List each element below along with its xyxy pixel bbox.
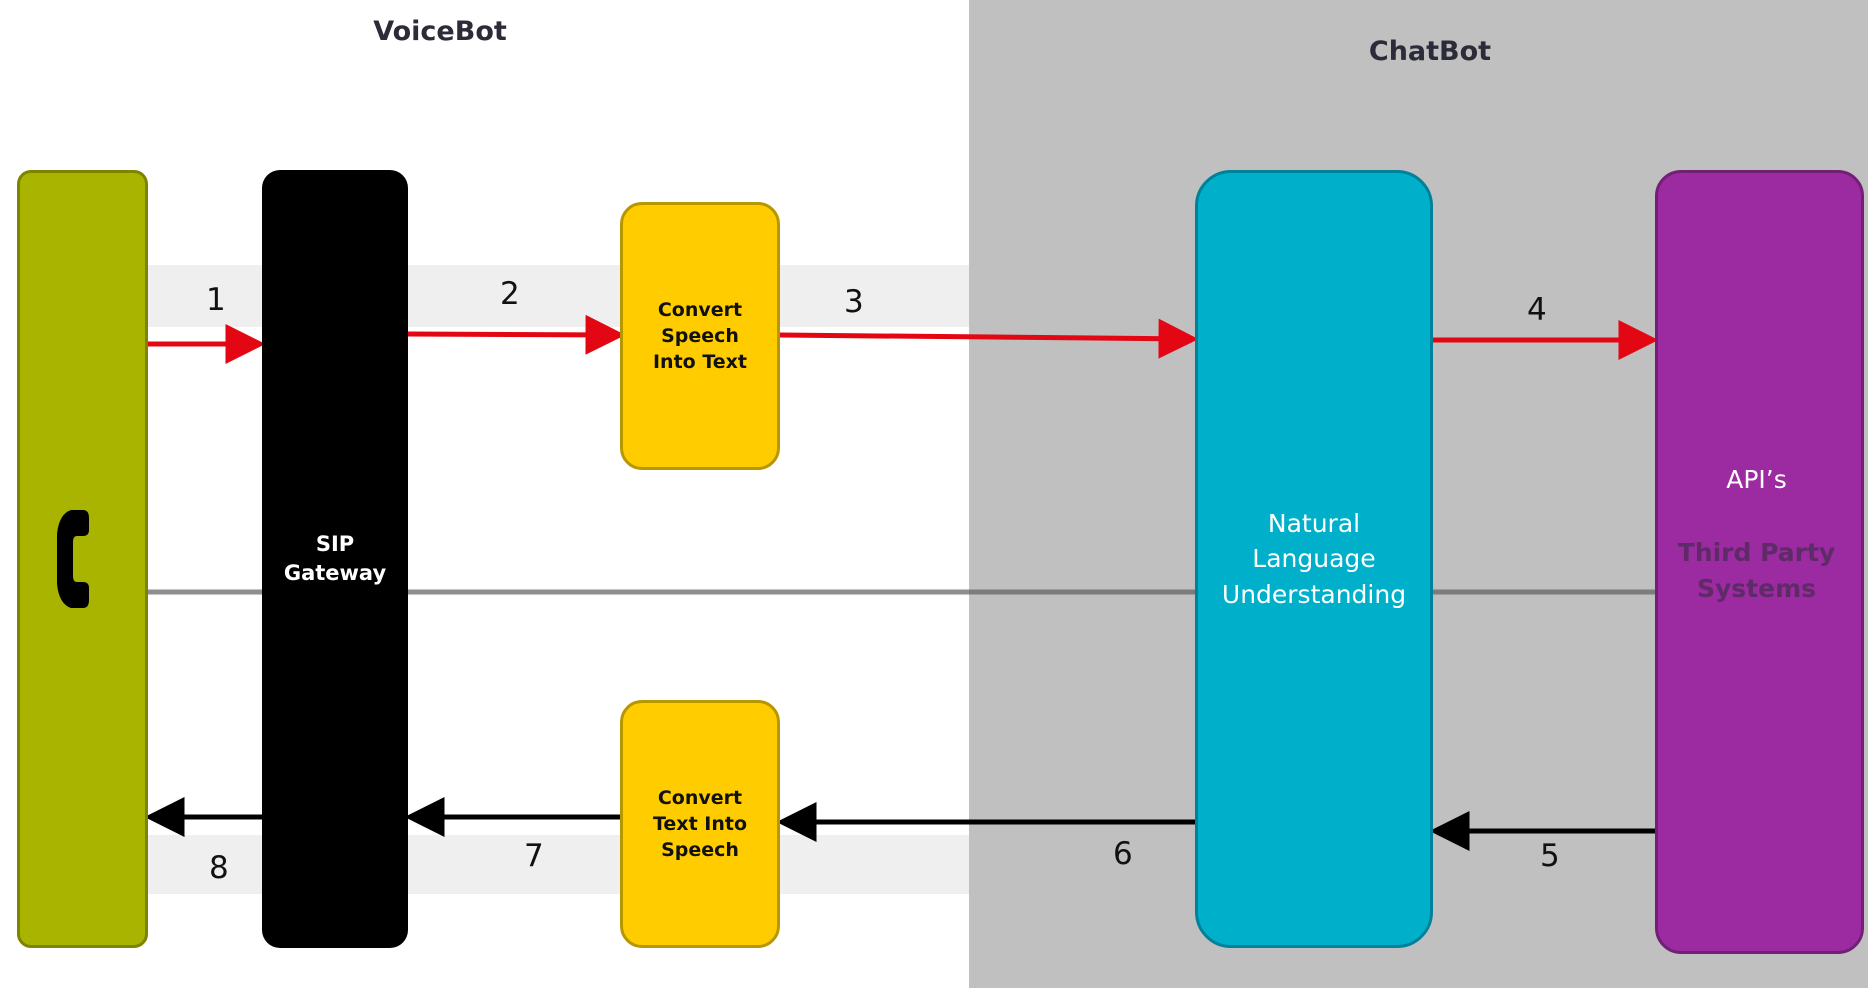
chatbot-title: ChatBot xyxy=(1368,36,1492,67)
nlu-line-2: Language xyxy=(1252,544,1376,574)
step-number-2: 2 xyxy=(500,276,520,312)
third-party-line-1: Third Party xyxy=(1677,538,1836,567)
speech-to-text-line-1: Convert xyxy=(657,298,743,321)
text-to-speech-line-3: Speech xyxy=(661,839,739,862)
speech-to-text-node: Convert Speech Into Text xyxy=(620,202,780,470)
sip-gateway-node: SIP Gateway xyxy=(262,170,408,948)
step-number-1: 1 xyxy=(206,282,226,318)
phone-handset-icon xyxy=(56,510,89,608)
api-node: API’s Third Party Systems xyxy=(1655,170,1864,954)
arrow-step-3 xyxy=(779,318,1199,359)
phone-node xyxy=(17,170,148,948)
nlu-node: Natural Language Understanding xyxy=(1195,170,1433,948)
step-number-3: 3 xyxy=(844,284,864,320)
step-number-5: 5 xyxy=(1540,838,1560,874)
third-party-systems-label: Third Party Systems xyxy=(1658,535,1855,606)
text-to-speech-node: Convert Text Into Speech xyxy=(620,700,780,948)
text-to-speech-line-1: Convert xyxy=(657,786,743,809)
sip-gateway-line-1: SIP xyxy=(315,531,355,556)
arrow-step-2 xyxy=(407,314,626,355)
text-to-speech-line-2: Text Into xyxy=(652,812,747,835)
speech-to-text-line-3: Into Text xyxy=(652,351,747,374)
step-number-6: 6 xyxy=(1113,836,1133,872)
step-number-8: 8 xyxy=(209,850,229,886)
nlu-line-1: Natural xyxy=(1267,508,1361,538)
nlu-line-3: Understanding xyxy=(1221,579,1407,609)
sip-gateway-line-2: Gateway xyxy=(283,561,387,585)
third-party-line-2: Systems xyxy=(1696,573,1817,603)
api-label: API’s xyxy=(1726,465,1787,494)
step-number-4: 4 xyxy=(1527,292,1547,328)
step-number-7: 7 xyxy=(524,838,544,874)
speech-to-text-line-2: Speech xyxy=(661,324,739,347)
voicebot-title: VoiceBot xyxy=(373,16,507,47)
